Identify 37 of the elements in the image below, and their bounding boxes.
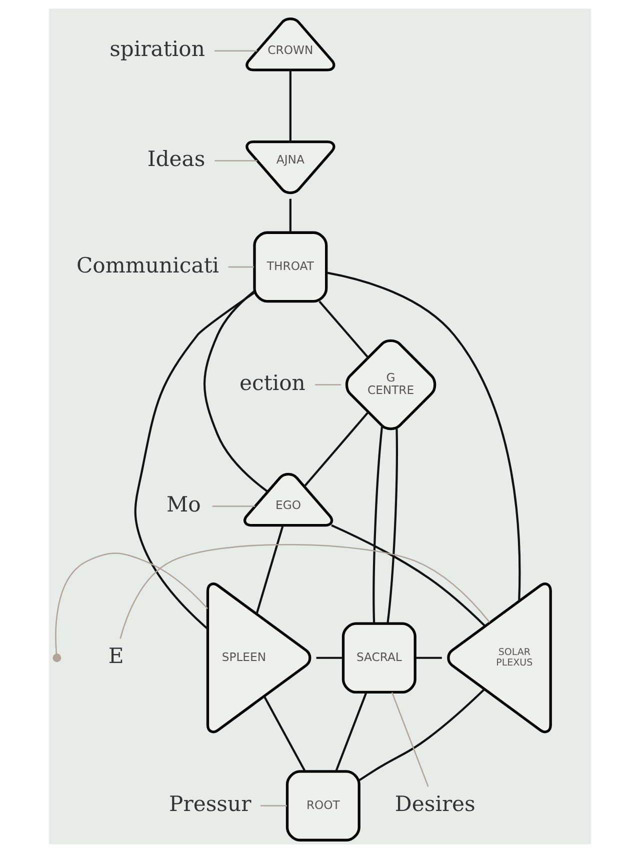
node-box: THROAT	[253, 231, 328, 303]
connector	[318, 300, 369, 358]
node-box: ROOT	[286, 770, 360, 842]
connector	[304, 411, 370, 488]
node-text: Desires	[394, 791, 476, 816]
connector	[260, 805, 287, 806]
connector	[289, 198, 292, 232]
connector	[204, 290, 268, 493]
connector	[55, 552, 208, 654]
node-text: Communicati	[76, 252, 220, 278]
connector	[316, 656, 343, 659]
connector	[326, 272, 521, 602]
connector	[334, 692, 368, 772]
connector	[314, 384, 342, 386]
connector	[263, 696, 306, 772]
connector	[386, 428, 398, 624]
connector	[331, 524, 486, 627]
connector	[358, 688, 486, 782]
node-text: E	[108, 643, 124, 668]
connector	[134, 292, 255, 630]
node-text: Mo	[166, 492, 201, 517]
node-text: Ideas	[147, 146, 206, 172]
node-text: spiration	[110, 36, 205, 62]
connector	[372, 426, 384, 624]
node-box: SACRAL	[342, 622, 416, 694]
connector	[391, 692, 429, 787]
connector	[120, 544, 490, 639]
connector	[289, 70, 292, 142]
connector	[212, 506, 256, 507]
node-text: Pressur	[169, 791, 252, 816]
node-text: ection	[240, 370, 306, 396]
connector	[228, 266, 254, 268]
connector	[416, 656, 442, 659]
node-circle	[52, 654, 62, 662]
connector	[214, 50, 258, 52]
connector	[256, 525, 284, 614]
connector	[214, 160, 258, 162]
